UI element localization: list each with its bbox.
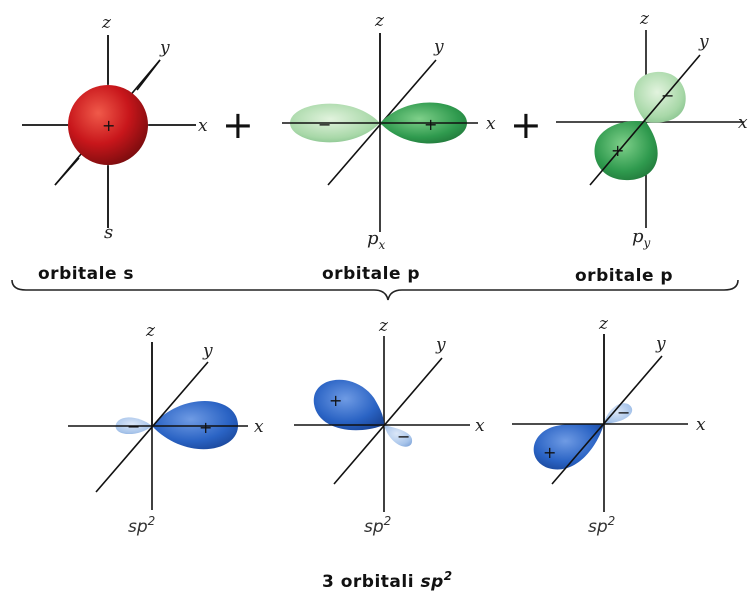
s-sub-label: s — [104, 222, 113, 243]
sp2-orbitals-caption: 3 orbitali sp2 — [322, 569, 453, 592]
z-axis-label: z — [598, 314, 609, 334]
plus-sign: + — [199, 418, 212, 437]
x-axis-label: x — [198, 116, 208, 136]
px-sub-label: px — [367, 228, 386, 252]
grouping-brace — [11, 279, 739, 301]
plus-sign: + — [424, 115, 437, 134]
minus-sign: − — [397, 427, 410, 446]
x-axis-label: x — [475, 416, 485, 436]
z-axis-label: z — [378, 316, 389, 336]
y-axis-line — [95, 361, 209, 493]
sp2-label: sp2 — [588, 514, 615, 537]
minus-sign: − — [661, 86, 674, 105]
y-axis-bottom — [54, 157, 80, 186]
minus-sign: − — [617, 403, 630, 422]
y-axis-top — [136, 59, 161, 91]
px-orbital-diagram: − + z y x px — [282, 11, 496, 252]
y-axis-label: y — [655, 334, 666, 354]
minus-sign: − — [318, 115, 331, 134]
y-axis-line — [551, 355, 663, 485]
y-axis-line — [333, 357, 443, 485]
py-orbital-caption: orbitale p — [575, 266, 673, 286]
y-axis-line — [589, 54, 701, 186]
s-orbital-sphere — [68, 85, 148, 165]
plus-sign: + — [329, 391, 342, 410]
plus-operator: + — [222, 103, 254, 147]
x-axis-label: x — [738, 113, 748, 133]
z-axis-label: z — [101, 13, 112, 33]
px-orbital-caption: orbitale p — [322, 264, 420, 284]
y-axis-label: y — [202, 341, 213, 361]
s-orbital-caption: orbitale s — [38, 264, 134, 284]
sp2-minor-lobe — [384, 425, 413, 447]
y-axis-label: y — [435, 335, 446, 355]
y-axis-label: y — [698, 32, 709, 52]
x-axis-label: x — [696, 415, 706, 435]
sp2-orbital-1-diagram: − + z y x sp2 — [68, 321, 264, 537]
x-axis-label: x — [254, 417, 264, 437]
plus-sign: + — [611, 141, 624, 160]
sp2-orbital-3-diagram: + − z y x sp2 — [512, 314, 706, 537]
py-orbital-diagram: − + z y x py — [556, 9, 748, 250]
minus-sign: − — [127, 417, 140, 436]
z-axis-label: z — [374, 11, 385, 31]
sp2-minor-lobe — [604, 403, 633, 424]
y-axis-label: y — [159, 38, 170, 58]
y-axis-label: y — [433, 37, 444, 57]
sp2-major-lobe — [533, 423, 604, 470]
py-positive-lobe — [594, 120, 658, 181]
sp2-major-lobe — [313, 379, 384, 431]
z-axis-label: z — [145, 321, 156, 341]
plus-operator: + — [510, 103, 542, 147]
plus-sign: + — [543, 443, 556, 462]
plus-sign: + — [102, 116, 115, 135]
sp2-label: sp2 — [128, 514, 155, 537]
sp2-label: sp2 — [364, 514, 391, 537]
sp2-orbital-2-diagram: + − z y x sp2 — [294, 316, 485, 537]
z-axis-label: z — [639, 9, 650, 29]
x-axis-label: x — [486, 114, 496, 134]
sp2-major-lobe — [152, 401, 239, 450]
py-sub-label: py — [632, 226, 651, 250]
py-negative-lobe — [633, 71, 686, 123]
s-orbital-diagram: + z y x s — [22, 13, 208, 243]
